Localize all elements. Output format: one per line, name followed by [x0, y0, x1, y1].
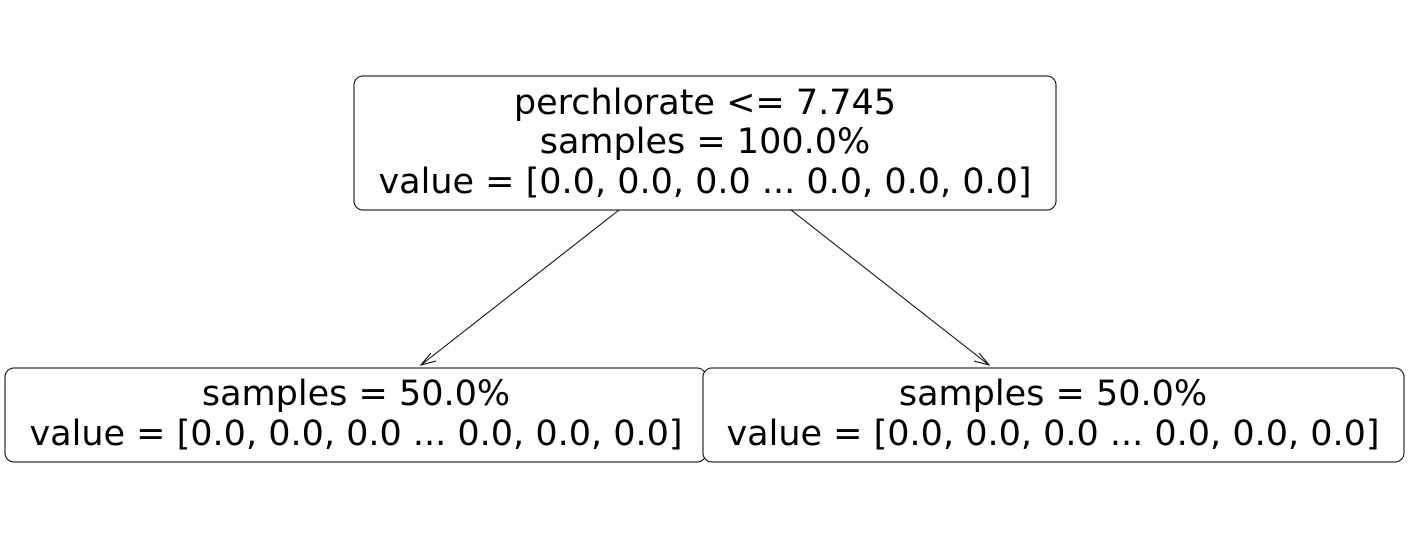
node-box — [702, 367, 1405, 463]
node-samples: samples = 100.0% — [540, 122, 871, 162]
tree-node-root: perchlorate <= 7.745 samples = 100.0% va… — [353, 75, 1057, 211]
node-value: value = [0.0, 0.0, 0.0 ... 0.0, 0.0, 0.0… — [29, 414, 682, 454]
node-value: value = [0.0, 0.0, 0.0 ... 0.0, 0.0, 0.0… — [726, 414, 1379, 454]
node-value: value = [0.0, 0.0, 0.0 ... 0.0, 0.0, 0.0… — [378, 162, 1031, 202]
arrowhead-icon — [419, 352, 437, 366]
edges — [419, 209, 991, 366]
tree-node-right-leaf: samples = 50.0% value = [0.0, 0.0, 0.0 .… — [702, 367, 1405, 463]
edge-root-to-right — [790, 209, 991, 366]
split-condition: perchlorate <= 7.745 — [514, 83, 896, 123]
node-box — [353, 75, 1057, 211]
tree-node-left-leaf: samples = 50.0% value = [0.0, 0.0, 0.0 .… — [4, 367, 707, 463]
node-samples: samples = 50.0% — [202, 374, 510, 414]
arrowhead-icon — [973, 352, 991, 366]
edge-root-to-left — [419, 209, 620, 366]
node-samples: samples = 50.0% — [899, 374, 1207, 414]
